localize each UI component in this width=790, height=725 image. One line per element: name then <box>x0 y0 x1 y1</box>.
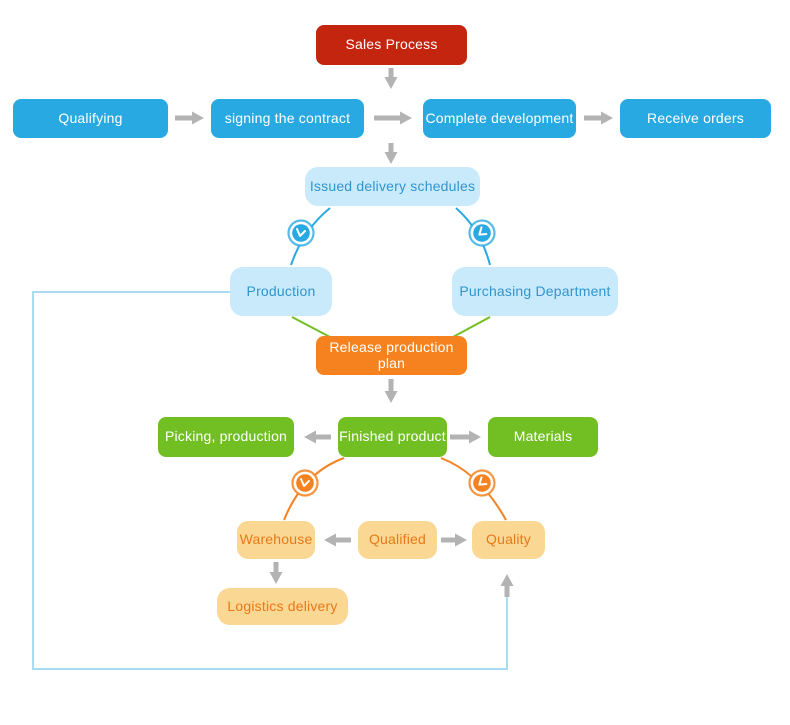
node-receive-orders: Receive orders <box>620 99 771 138</box>
node-release-production-plan: Release production plan <box>316 336 467 375</box>
green-connector-left <box>291 316 331 338</box>
node-finished-product: Finished product <box>338 417 447 457</box>
clock-icon <box>468 469 496 497</box>
node-materials: Materials <box>488 417 598 457</box>
feedback-loop-line <box>32 291 508 670</box>
node-qualified: Qualified <box>358 521 437 559</box>
clock-icon <box>291 469 319 497</box>
node-complete-development: Complete development <box>423 99 576 138</box>
clock-icon <box>468 219 496 247</box>
node-logistics-delivery: Logistics delivery <box>217 588 348 625</box>
gray-arrows <box>175 68 613 597</box>
green-connector-right <box>452 316 491 338</box>
clock-icon <box>287 219 315 247</box>
node-sales-process: Sales Process <box>316 25 467 65</box>
node-picking-production: Picking, production <box>158 417 294 457</box>
node-purchasing-department: Purchasing Department <box>452 267 618 316</box>
node-quality: Quality <box>472 521 545 559</box>
node-issued-delivery-schedules: Issued delivery schedules <box>305 167 480 206</box>
node-production: Production <box>230 267 332 316</box>
node-signing-the-contract: signing the contract <box>211 99 364 138</box>
node-qualifying: Qualifying <box>13 99 168 138</box>
node-warehouse: Warehouse <box>237 521 315 559</box>
